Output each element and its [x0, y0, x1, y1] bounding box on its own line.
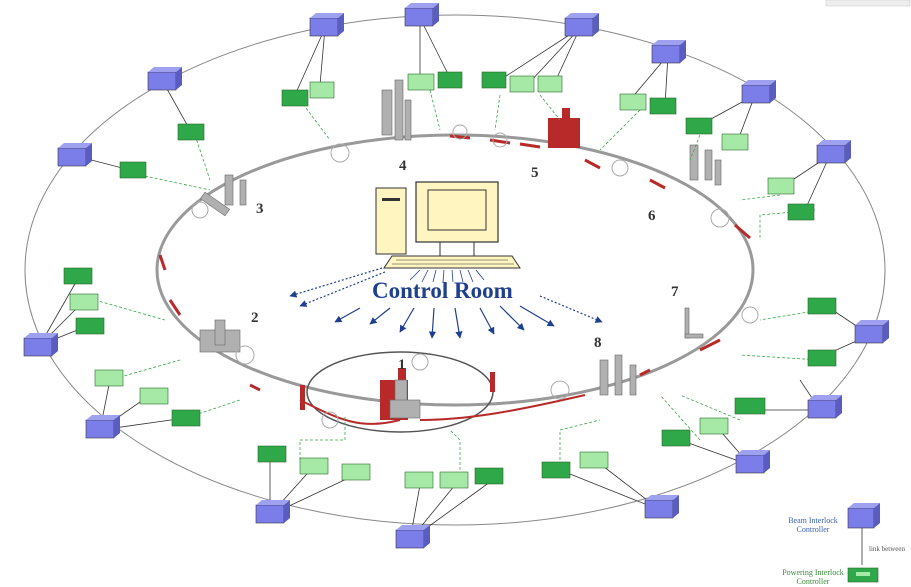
- legend-link-label: link between: [869, 545, 905, 553]
- point-5-label: 5: [531, 165, 539, 181]
- point-8-label: 8: [594, 335, 602, 351]
- outer-ring: [24, 14, 886, 526]
- point-7-label: 7: [671, 284, 679, 300]
- legend-beam-label: Beam Interlock Controller: [788, 516, 838, 534]
- control-room-label: Control Room: [372, 278, 513, 303]
- legend-powering-label: Powering Interlock Controller: [782, 568, 844, 586]
- legend-beam-box: [847, 503, 880, 529]
- point-4-label: 4: [399, 158, 407, 174]
- transfer-line-right: [419, 394, 586, 421]
- powering-controllers: [63, 71, 837, 489]
- beam-controllers: [23, 3, 889, 549]
- computer-icon: [375, 181, 521, 269]
- shafts: [199, 79, 722, 419]
- point-1-label: 1: [398, 357, 406, 373]
- point-6-label: 6: [648, 208, 656, 224]
- control-arrows: [289, 267, 603, 339]
- ring-segments: [158, 134, 751, 392]
- point-2-label: 2: [251, 310, 259, 326]
- legend-powering-box: [847, 567, 879, 583]
- transfer-line-left: [299, 399, 401, 425]
- point-3-label: 3: [256, 201, 264, 217]
- point5-structure: [548, 118, 580, 148]
- accelerator-ring: [155, 133, 755, 407]
